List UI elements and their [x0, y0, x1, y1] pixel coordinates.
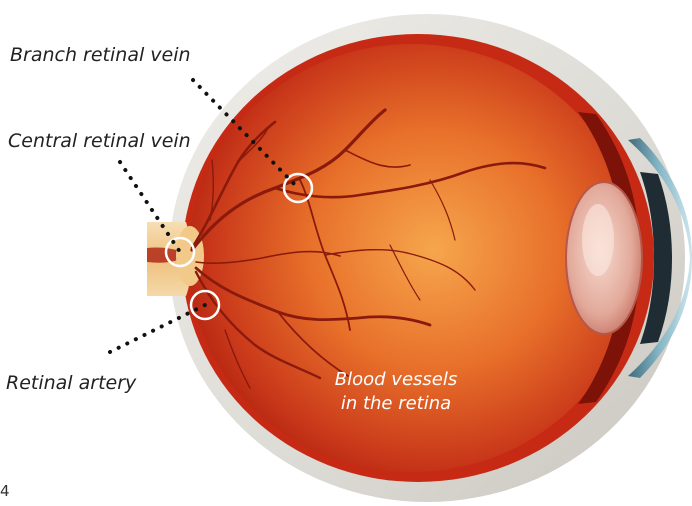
lens-highlight [582, 204, 614, 276]
label-blood-vessels-line2: in the retina [316, 392, 476, 416]
label-blood-vessels: Blood vessels in the retina [316, 368, 476, 416]
label-blood-vessels-line1: Blood vessels [316, 368, 476, 392]
label-retinal-artery: Retinal artery [6, 372, 136, 394]
label-branch-retinal-vein: Branch retinal vein [10, 44, 191, 66]
label-central-retinal-vein: Central retinal vein [8, 130, 191, 152]
page-number: 4 [0, 482, 10, 500]
